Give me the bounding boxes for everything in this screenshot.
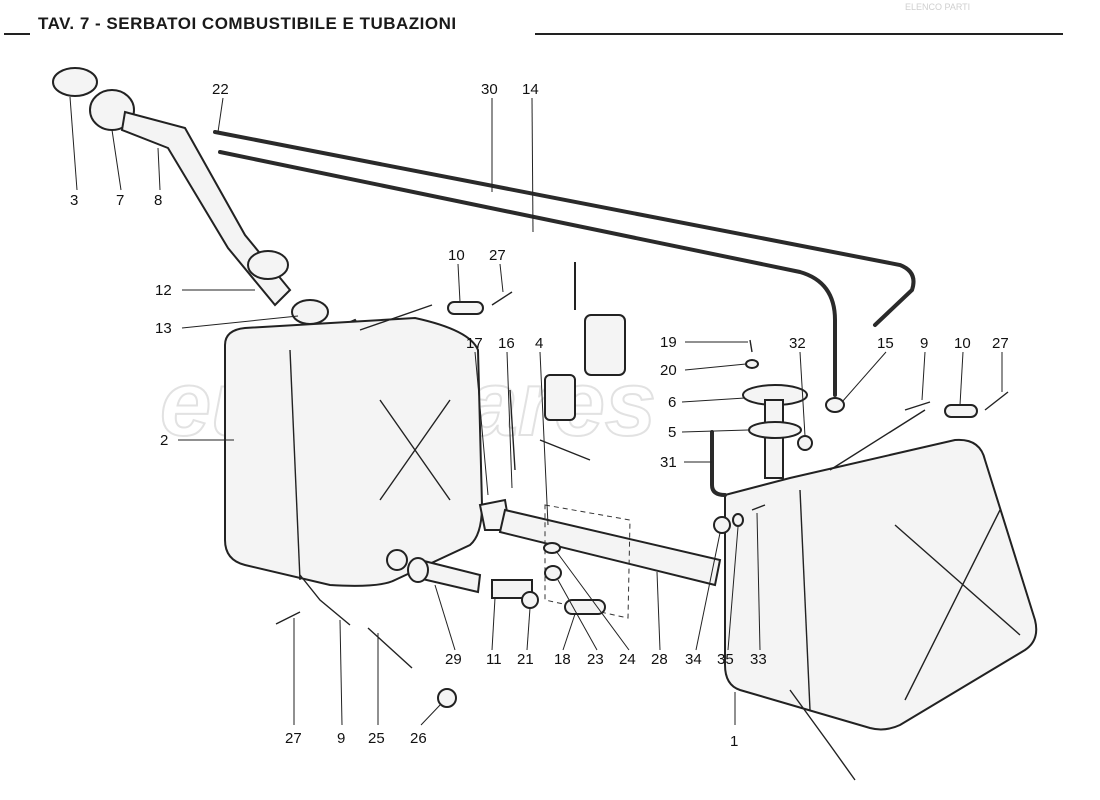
breather-pipe-30 [213,130,916,327]
bolt-33 [751,504,766,511]
callout-13: 13 [155,320,172,337]
callout-5: 5 [668,424,676,441]
callout-6: 6 [668,394,676,411]
pin-10-left [447,301,484,315]
callout-32: 32 [789,335,806,352]
screw-19 [749,339,753,353]
callout-27-right: 27 [992,335,1009,352]
callout-21: 21 [517,651,534,668]
left-fuel-tank [224,316,484,587]
callout-10-right: 10 [954,335,971,352]
split-pin-27-bottom [275,611,301,625]
filler-cap [52,67,98,97]
washer-21 [521,591,539,609]
right-tank-x-embossing [894,509,1021,701]
callout-14: 14 [522,81,539,98]
pin-10-right [944,404,978,418]
right-tank-strap-top [829,409,926,471]
washer-35 [732,513,744,527]
callout-16: 16 [498,335,515,352]
callout-29: 29 [445,651,462,668]
right-tank-strap-line [799,489,811,711]
callout-34: 34 [685,651,702,668]
pipe-clamp-lower [291,299,329,325]
callout-1: 1 [730,733,738,750]
callout-24: 24 [619,651,636,668]
fuel-filter [544,374,576,421]
strap-clevis-9-right [904,401,931,411]
callout-31: 31 [660,454,677,471]
vent-pipe-31 [710,430,727,497]
right-fuel-tank [724,438,1038,731]
left-tank-strap-bottom [299,574,351,626]
filler-pipe [120,110,292,307]
callout-35: 35 [717,651,734,668]
left-tank-strap-top [359,304,433,331]
callout-19: 19 [660,334,677,351]
split-pin-27-right [984,391,1009,411]
left-tank-strap-line [289,349,301,581]
tank-outlet-ring [386,549,408,571]
cap-15 [825,397,845,413]
split-pin-27-left [491,291,513,306]
fuel-level-sender-tube [764,399,784,479]
seal-32 [797,435,813,451]
callout-25: 25 [368,730,385,747]
callout-labels: 3 7 8 22 30 14 10 27 12 13 17 16 4 19 20… [70,81,1009,750]
nut-34 [713,516,731,534]
callout-22: 22 [212,81,229,98]
callout-18: 18 [554,651,571,668]
callout-12: 12 [155,282,172,299]
callout-9-right: 9 [920,335,928,352]
title-rule-left [4,33,30,35]
sender-gasket [748,421,802,439]
callout-27-bottom: 27 [285,730,302,747]
callout-17: 17 [466,335,483,352]
callout-2: 2 [160,432,168,449]
callout-27-left: 27 [489,247,506,264]
callout-11: 11 [486,651,502,668]
callout-8: 8 [154,192,162,209]
callout-33: 33 [750,651,767,668]
callout-15: 15 [877,335,894,352]
pipe-clamp-upper [247,250,289,280]
sleeve-18 [564,599,606,615]
right-tank-strap-bottom [789,689,856,781]
connecting-hose-28 [498,508,722,587]
washer-20 [745,359,759,369]
callout-3: 3 [70,192,78,209]
drain-fitting-11 [491,579,533,599]
pump-bracket [509,389,591,471]
nut-23 [544,565,562,581]
page-title: TAV. 7 - SERBATOI COMBUSTIBILE E TUBAZIO… [38,14,457,33]
leader-lines [69,96,1003,726]
strap-bolt-25 [367,627,413,669]
callout-4: 4 [535,335,543,352]
fuel-pump [584,314,626,376]
ghost-header-text: ELENCO PARTI [905,2,971,12]
callout-30: 30 [481,81,498,98]
callout-23: 23 [587,651,604,668]
callout-10-left: 10 [448,247,465,264]
title-rule-right [535,33,1063,35]
left-tank-x-embossing [379,399,451,501]
hose-detail-frame [544,504,631,619]
callout-20: 20 [660,362,677,379]
callout-9-bottom: 9 [337,730,345,747]
callout-26: 26 [410,730,427,747]
callout-28: 28 [651,651,668,668]
callout-7: 7 [116,192,124,209]
breather-pipe-14 [218,150,837,397]
seal-24 [543,542,561,554]
hose-clamp-29 [407,557,429,583]
nut-26 [437,688,457,708]
